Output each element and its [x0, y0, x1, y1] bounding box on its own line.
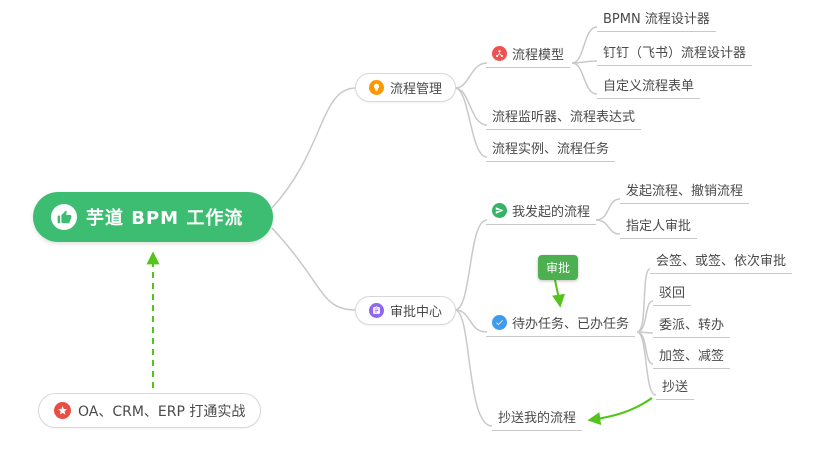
- edge-model-customform: [571, 62, 598, 95]
- edge-todo-addsign: [636, 331, 654, 365]
- node-label: BPMN 流程设计器: [603, 12, 710, 27]
- node-cc-my-process[interactable]: 抄送我的流程: [492, 405, 583, 431]
- edge-process-model: [454, 62, 488, 89]
- node-label: 抄送: [662, 380, 689, 395]
- node-label: 流程监听器、流程表达式: [492, 110, 636, 125]
- approval-tag[interactable]: 审批: [538, 255, 579, 280]
- node-approval-center[interactable]: 审批中心: [355, 296, 457, 325]
- edge-process-instance: [454, 87, 488, 158]
- edge-model-bpmn: [571, 26, 598, 64]
- root-label: 芋道 BPM 工作流: [86, 208, 244, 229]
- send-icon: [492, 203, 507, 218]
- edge-root-process: [271, 87, 357, 209]
- check-icon: [492, 315, 507, 330]
- root-node[interactable]: 芋道 BPM 工作流: [33, 192, 273, 242]
- node-assignee-approval[interactable]: 指定人审批: [620, 213, 698, 239]
- clipboard-icon: [369, 303, 384, 318]
- node-initiate-cancel[interactable]: 发起流程、撤销流程: [620, 178, 750, 204]
- node-label: 加签、减签: [659, 349, 725, 364]
- node-bpmn-designer[interactable]: BPMN 流程设计器: [597, 6, 716, 32]
- node-label: 指定人审批: [626, 219, 692, 234]
- arrow-cc-to-ccmy: [587, 397, 653, 426]
- node-dingtalk-designer[interactable]: 钉钉（飞书）流程设计器: [597, 40, 753, 66]
- edge-model-dingtalk: [571, 60, 598, 64]
- node-label: 流程模型: [512, 48, 565, 63]
- node-label: 委派、转办: [659, 318, 725, 333]
- node-reject[interactable]: 驳回: [653, 280, 692, 306]
- node-label: 抄送我的流程: [498, 411, 577, 426]
- arrow-tag-to-todo: [552, 279, 565, 308]
- edge-root-approval: [271, 227, 357, 311]
- node-process-mgmt[interactable]: 流程管理: [355, 73, 457, 102]
- star-icon: [54, 402, 71, 419]
- node-countersign[interactable]: 会签、或签、依次审批: [650, 248, 793, 274]
- edge-myinitiated-initiate: [595, 198, 621, 221]
- node-cc[interactable]: 抄送: [656, 374, 695, 400]
- node-label: 发起流程、撤销流程: [626, 184, 744, 199]
- node-my-initiated[interactable]: 我发起的流程: [486, 199, 597, 225]
- node-label: 流程管理: [390, 82, 443, 97]
- node-label: 会签、或签、依次审批: [656, 254, 787, 269]
- node-listener-expression[interactable]: 流程监听器、流程表达式: [486, 104, 642, 130]
- note-label: OA、CRM、ERP 打通实战: [78, 403, 246, 420]
- node-label: 我发起的流程: [512, 205, 591, 220]
- edge-todo-countersign: [636, 268, 651, 333]
- node-label: 钉钉（飞书）流程设计器: [603, 46, 747, 61]
- lightbulb-icon: [369, 80, 384, 95]
- node-instance-task[interactable]: 流程实例、流程任务: [486, 136, 616, 162]
- node-process-model[interactable]: 流程模型: [486, 42, 571, 68]
- edge-todo-delegate: [636, 331, 654, 334]
- edge-process-listener: [454, 87, 488, 126]
- node-label: 审批中心: [390, 305, 443, 320]
- node-label: 待办任务、已办任务: [512, 317, 630, 332]
- node-custom-form[interactable]: 自定义流程表单: [597, 73, 701, 99]
- node-delegate-transfer[interactable]: 委派、转办: [653, 312, 731, 338]
- node-label: 驳回: [659, 286, 686, 301]
- edge-todo-reject: [636, 300, 654, 333]
- edge-approval-myinitiated: [454, 219, 488, 311]
- node-label: 自定义流程表单: [603, 79, 695, 94]
- note-node[interactable]: OA、CRM、ERP 打通实战: [38, 393, 262, 428]
- edge-myinitiated-assignee: [595, 219, 621, 235]
- node-todo-done[interactable]: 待办任务、已办任务: [486, 311, 636, 337]
- thumbs-up-icon: [51, 204, 77, 230]
- edge-approval-todo: [454, 309, 488, 333]
- node-label: 流程实例、流程任务: [492, 142, 610, 157]
- node-add-reduce-sign[interactable]: 加签、减签: [653, 343, 731, 369]
- flow-hub-icon: [492, 46, 507, 61]
